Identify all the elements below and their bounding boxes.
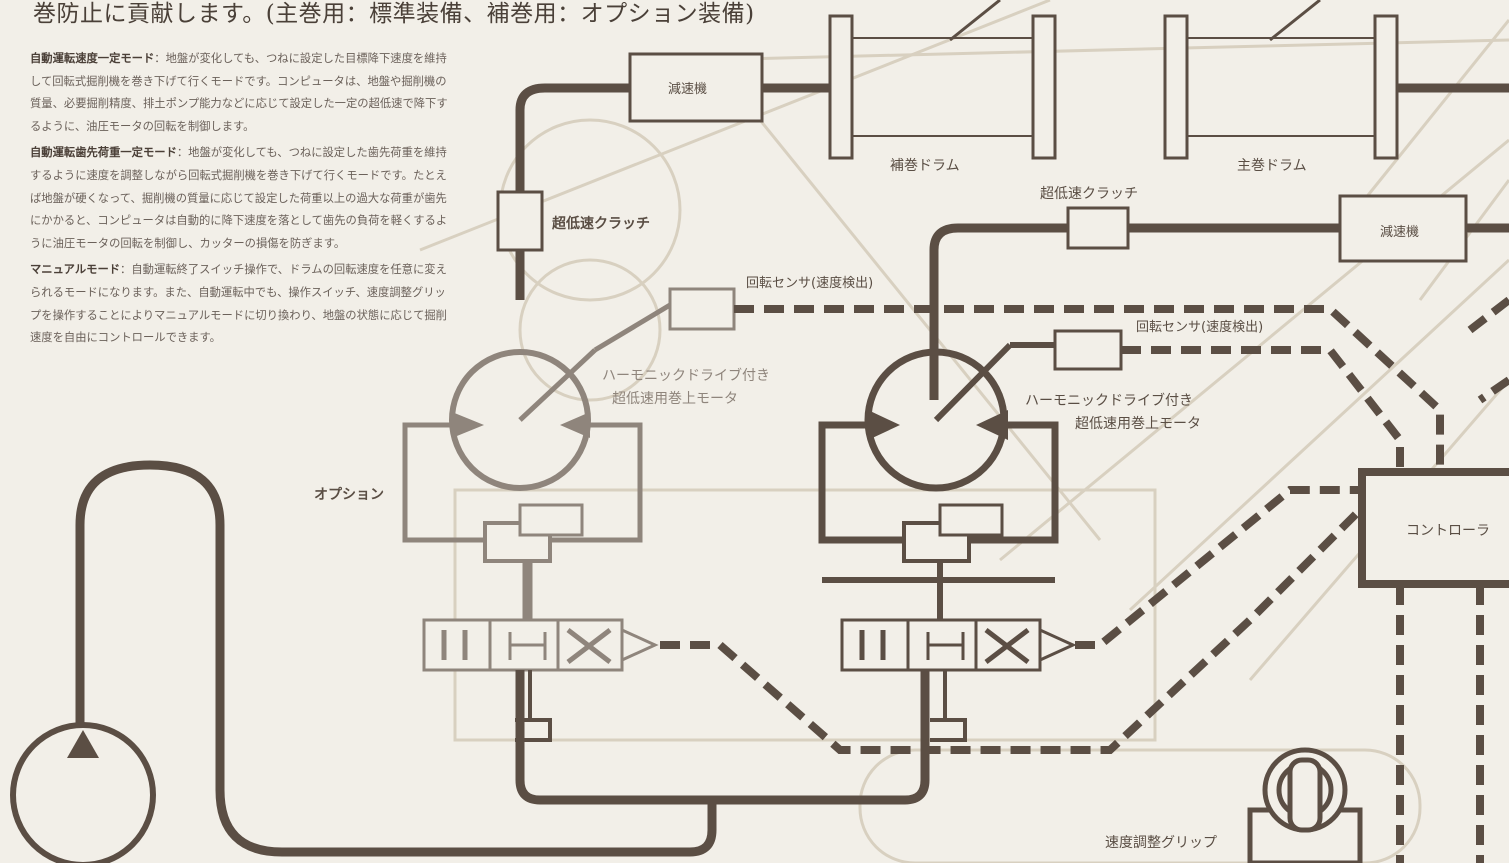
right-motor-assembly: [818, 342, 1059, 620]
pump-supply-line: [75, 460, 930, 857]
controller-label: コントローラ: [1406, 523, 1490, 539]
speed-grip: [1247, 747, 1363, 863]
signal-lines: [660, 296, 1509, 863]
rotation-sensor-right-label: 回転センサ(速度検出): [1136, 320, 1264, 335]
aux-drum-label: 補巻ドラム: [890, 158, 960, 174]
ultra-low-clutch-right-label: 超低速クラッチ: [1040, 186, 1138, 202]
reducer-left-label: 減速機: [668, 82, 708, 97]
right-control-valve: [840, 618, 1077, 672]
ultra-low-clutch-left-label: 超低速クラッチ: [552, 216, 650, 232]
reducer-right-label: 減速機: [1380, 225, 1420, 240]
motor-left-label-1: ハーモニックドライブ付き: [602, 368, 770, 384]
rotation-sensor-left-label: 回転センサ(速度検出): [746, 276, 874, 291]
option-label: オプション: [314, 487, 384, 503]
mode-speed-constant: 自動運転速度一定モード：地盤が変化しても、つねに設定した目標降下速度を維持して回…: [30, 52, 448, 133]
ultra-low-clutch-left-box: [496, 190, 544, 252]
motor-right-label-1: ハーモニックドライブ付き: [1025, 393, 1193, 409]
rotation-sensor-left-box: [668, 287, 736, 331]
mode-load-constant: 自動運転歯先荷重一定モード：地盤が変化しても、つねに設定した歯先荷重を維持するよ…: [30, 146, 448, 250]
header-text: 巻防止に貢献します。(主巻用：標準装備、補巻用：オプション装備): [33, 1, 755, 27]
left-control-valve: [422, 618, 659, 672]
reducer-right-box: [1338, 194, 1468, 263]
motor-right-label-2: 超低速用巻上モータ: [1075, 416, 1201, 432]
mode-descriptions: 自動運転速度一定モード：地盤が変化しても、つねに設定した目標降下速度を維持して回…: [30, 48, 450, 354]
controller-box: [1358, 468, 1509, 588]
motor-left-label-2: 超低速用巻上モータ: [612, 391, 738, 407]
reducer-left-box: [628, 52, 764, 123]
rotation-sensor-right-box: [1053, 329, 1123, 371]
drum-wire-lines: [949, 0, 1321, 42]
ultra-low-clutch-right-box: [1066, 206, 1130, 250]
hydraulic-pump: [10, 722, 156, 863]
left-motor-assembly: [402, 302, 672, 620]
main-drum: [1163, 14, 1399, 160]
mode-manual: マニュアルモード：自動運転終了スイッチ操作で、ドラムの回転速度を任意に変えられる…: [30, 263, 447, 345]
main-drum-label: 主巻ドラム: [1237, 158, 1307, 174]
speed-grip-label: 速度調整グリップ: [1105, 835, 1217, 851]
aux-drum: [828, 14, 1057, 160]
